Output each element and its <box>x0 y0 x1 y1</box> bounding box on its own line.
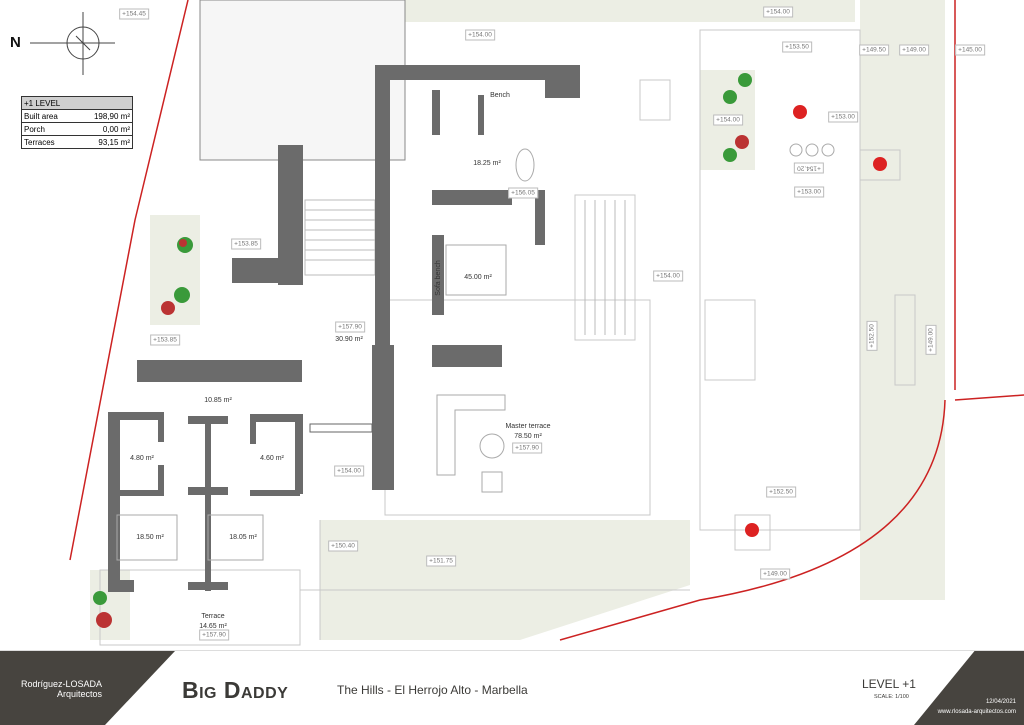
elevation-tag: +153.85 <box>231 238 261 250</box>
stairs <box>304 199 626 335</box>
elevation-tag: +151.75 <box>426 555 456 567</box>
room-area-hall: 10.85 m² <box>204 397 232 404</box>
property-boundary <box>69 0 1024 641</box>
website-link[interactable]: www.rlosada-arquitectos.com <box>937 709 1016 715</box>
elevation-tag: +157.90 <box>199 629 229 641</box>
elevation-tag: +154.00 <box>763 6 793 18</box>
elevation-tag: +154.00 <box>465 29 495 41</box>
firm-logo: Rodríguez-LOSADA Arquitectos <box>14 679 102 699</box>
project-location: The Hills - El Herrojo Alto - Marbella <box>337 683 528 697</box>
row-label: Porch <box>21 122 76 136</box>
elevation-tag: +153.50 <box>782 41 812 53</box>
elevation-tag: +149.00 <box>899 44 929 56</box>
compass-rose <box>30 12 115 75</box>
elevation-tag: +157.90 <box>335 321 365 333</box>
bench-label: Bench <box>490 92 510 99</box>
elevation-tag: +153.85 <box>150 334 180 346</box>
row-label: Built area <box>21 109 76 123</box>
master-terrace-area: 78.50 m² <box>514 433 542 440</box>
project-title: Big Daddy <box>182 677 289 703</box>
elevation-tag: +156.05 <box>508 187 538 199</box>
furniture <box>116 143 835 561</box>
north-indicator: N <box>10 34 21 51</box>
table-title: +1 LEVEL <box>21 96 133 110</box>
row-label: Terraces <box>21 135 76 149</box>
elevation-tag: +149.50 <box>859 44 889 56</box>
terrace-area: 14.65 m² <box>199 623 227 630</box>
elevation-tag: +154.00 <box>334 465 364 477</box>
firm-subtitle: Arquitectos <box>56 689 102 699</box>
row-value: 93,15 m² <box>75 135 133 149</box>
elevation-tag: +149.00 <box>925 325 937 355</box>
firm-name: Rodríguez-LOSADA <box>20 679 102 689</box>
row-value: 198,90 m² <box>75 109 133 123</box>
elevation-tag: +152.50 <box>766 486 796 498</box>
elevation-tag: +157.90 <box>512 442 542 454</box>
elevation-tag: +154.00 <box>653 270 683 282</box>
plants <box>93 73 887 628</box>
terrace-label: Terrace <box>201 613 225 620</box>
elevation-tag: +154.45 <box>119 8 149 20</box>
scale-label: SCALE: 1/100 <box>874 694 909 700</box>
room-area-bath-2: 4.60 m² <box>260 455 284 462</box>
sofa-bench-label: Sofa bench <box>435 260 442 296</box>
date-label: 12/04/2021 <box>985 699 1016 705</box>
title-block: Rodríguez-LOSADA Arquitectos Big Daddy T… <box>0 650 1024 725</box>
elevation-tag: +149.00 <box>760 568 790 580</box>
room-area-bedroom-1: 18.50 m² <box>136 534 164 541</box>
level-label: LEVEL +1 <box>862 677 916 691</box>
row-value: 0,00 m² <box>75 122 133 136</box>
room-area-living: 30.90 m² <box>335 336 363 343</box>
elevation-tag: +150.40 <box>328 540 358 552</box>
elevation-tag: +152.50 <box>866 321 878 351</box>
elevation-tag: +145.00 <box>955 44 985 56</box>
elevation-tag: +153.00 <box>794 186 824 198</box>
room-area-bedroom-2: 18.05 m² <box>229 534 257 541</box>
elevation-tag: +153.00 <box>828 111 858 123</box>
room-area-dressing: 18.25 m² <box>473 160 501 167</box>
master-terrace-label: Master terrace <box>505 423 551 430</box>
room-area-bath-1: 4.80 m² <box>130 455 154 462</box>
elevation-tag: +154.20 <box>794 162 824 174</box>
lower-roof <box>199 0 406 161</box>
elevation-tag: +154.00 <box>713 114 743 126</box>
floor-plan <box>30 0 1024 646</box>
room-area-master-bedroom: 45.00 m² <box>464 274 492 281</box>
